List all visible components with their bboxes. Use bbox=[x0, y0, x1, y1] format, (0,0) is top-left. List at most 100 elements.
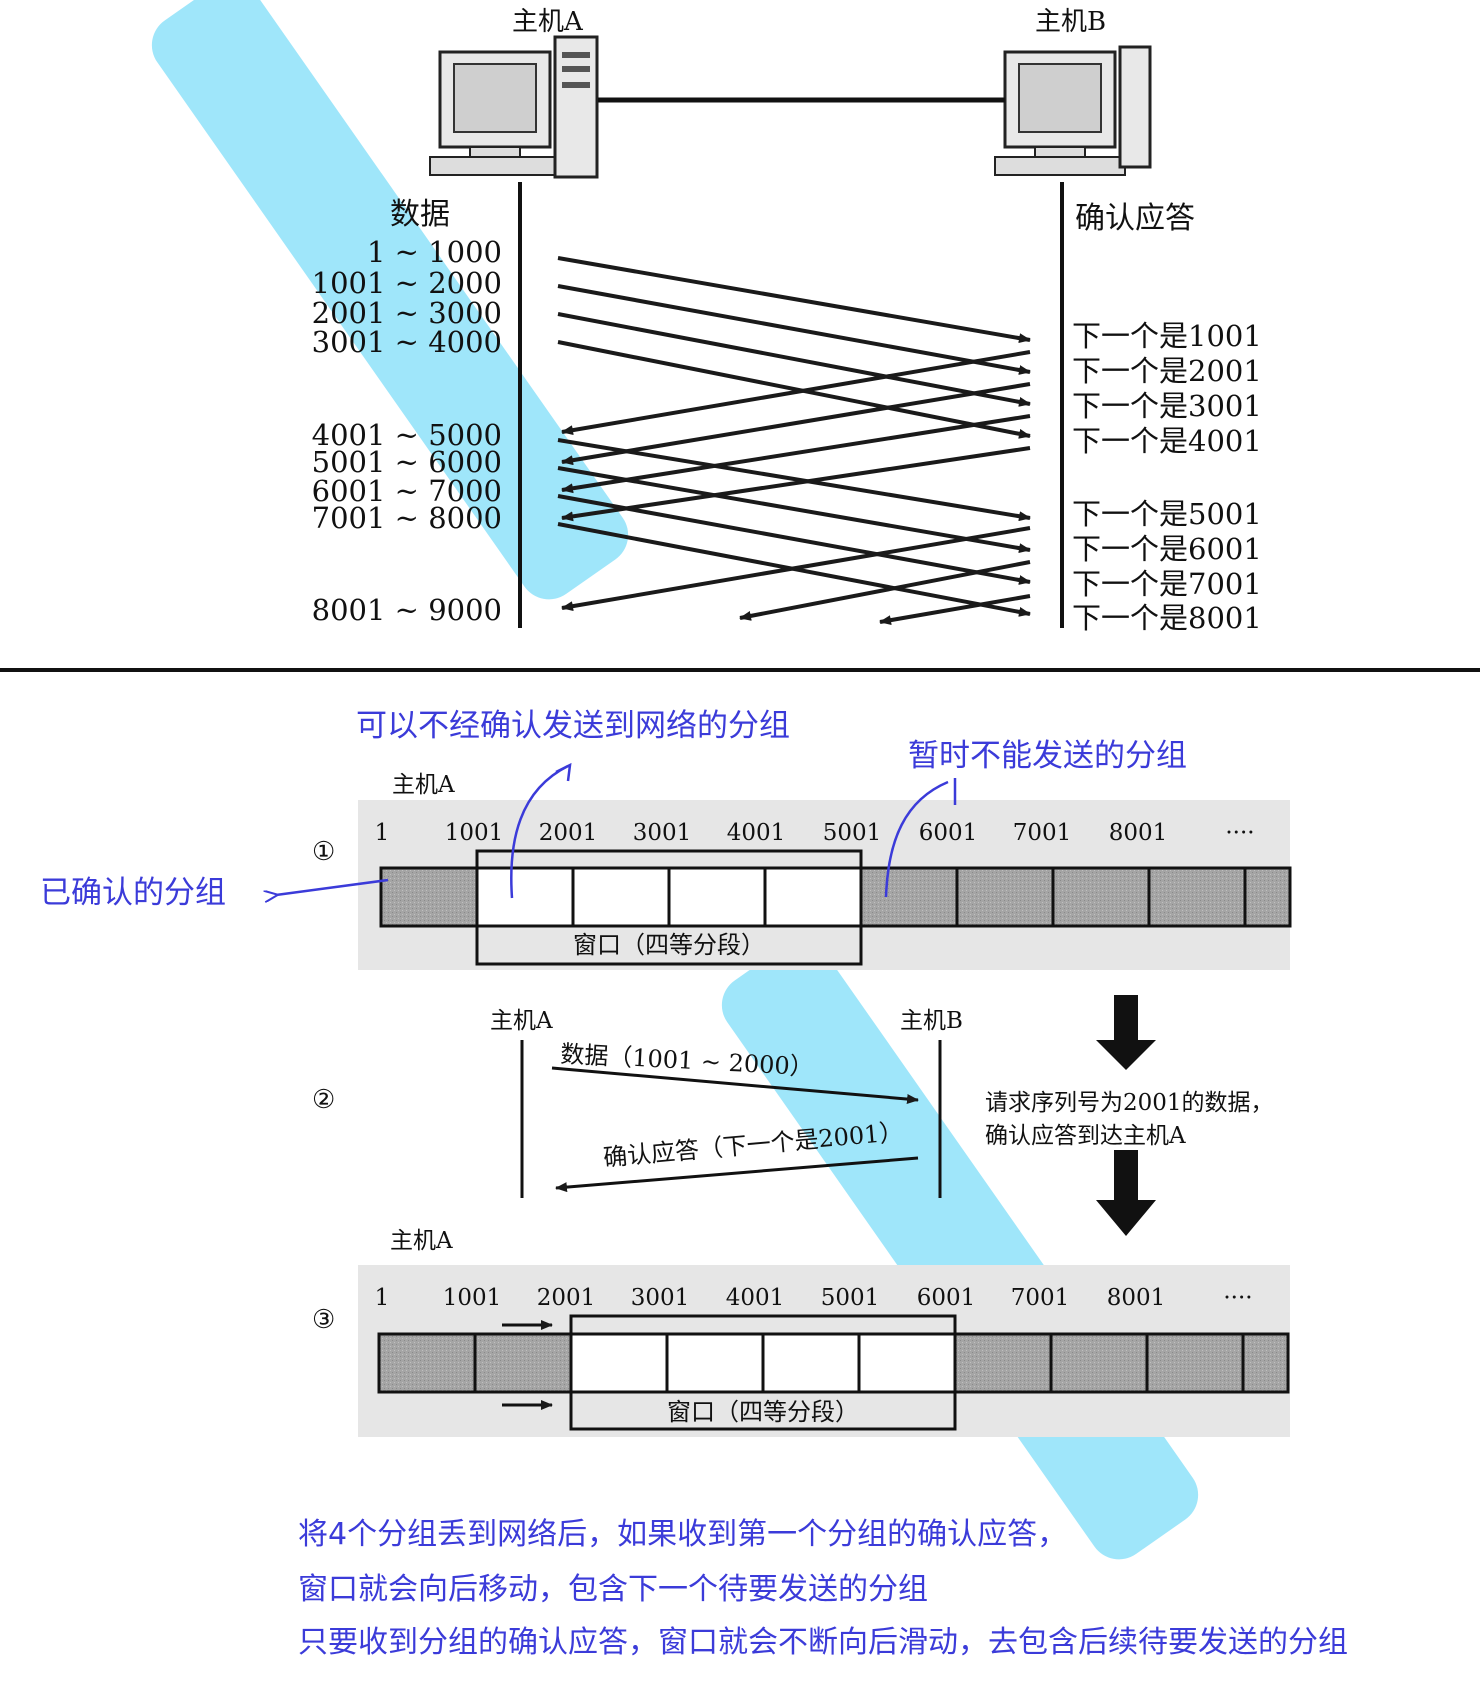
seq-number: ···· bbox=[1225, 820, 1254, 846]
data-label: 1 ~ 1000 bbox=[367, 235, 502, 269]
packet-window bbox=[475, 866, 575, 928]
seq-number: 5001 bbox=[821, 1285, 880, 1311]
host-a-computer-icon bbox=[429, 35, 599, 179]
down-arrow-icon bbox=[1096, 995, 1156, 1070]
ack-arrows-round-1 bbox=[561, 350, 1031, 522]
packet-blocked bbox=[1147, 866, 1247, 928]
ack-label: 下一个是2001 bbox=[1072, 354, 1262, 388]
packet-acked bbox=[377, 1332, 477, 1394]
data-label: 6001 ~ 7000 bbox=[312, 474, 502, 508]
packet-blocked bbox=[1243, 866, 1292, 928]
data-label: 3001 ~ 4000 bbox=[312, 325, 502, 359]
seq-number: 2001 bbox=[539, 820, 598, 846]
packet-blocked bbox=[1241, 1332, 1290, 1394]
panel-3-seq-numbers: 1 1001 2001 3001 4001 5001 6001 7001 800… bbox=[375, 1285, 1253, 1311]
ack-label: 下一个是3001 bbox=[1072, 389, 1262, 423]
explanation-line-3: 只要收到分组的确认应答，窗口就会不断向后滑动，去包含后续待要发送的分组 bbox=[298, 1625, 1348, 1660]
ack-label: 下一个是6001 bbox=[1072, 532, 1262, 566]
panel-2-data-arrow bbox=[551, 1066, 919, 1105]
seq-number: 3001 bbox=[633, 820, 692, 846]
packet-window bbox=[569, 1332, 669, 1394]
panel-2-host-b-label: 主机B bbox=[900, 1008, 963, 1034]
packet-blocked bbox=[1051, 866, 1151, 928]
data-label: 2001 ~ 3000 bbox=[312, 296, 502, 330]
data-label: 5001 ~ 6000 bbox=[312, 445, 502, 479]
ack-arrows-round-2 bbox=[561, 526, 1031, 626]
side-note-line-2: 确认应答到达主机A bbox=[985, 1123, 1186, 1149]
data-label: 1001 ~ 2000 bbox=[312, 266, 502, 300]
host-b-computer-icon bbox=[994, 45, 1152, 176]
packet-window bbox=[665, 1332, 765, 1394]
seq-number: 6001 bbox=[919, 820, 978, 846]
packet-window bbox=[761, 1332, 861, 1394]
step-2-marker: ② bbox=[312, 1085, 335, 1115]
ack-label: 下一个是4001 bbox=[1072, 424, 1262, 458]
seq-number: 7001 bbox=[1013, 820, 1072, 846]
packet-blocked bbox=[859, 866, 959, 928]
seq-number: 4001 bbox=[727, 820, 786, 846]
side-note-line-1: 请求序列号为2001的数据， bbox=[985, 1090, 1274, 1116]
host-a-label-top: 主机A bbox=[512, 7, 584, 37]
panel-3-packet-strip bbox=[377, 1332, 1290, 1394]
panel-1-window-label: 窗口（四等分段） bbox=[573, 931, 765, 959]
packet-window bbox=[857, 1332, 957, 1394]
data-arrows-round-1 bbox=[557, 256, 1031, 439]
panel-1-window-frame bbox=[475, 849, 863, 966]
data-arrows-round-2 bbox=[557, 438, 1031, 617]
panel-3-host-label: 主机A bbox=[390, 1228, 453, 1254]
seq-number: 3001 bbox=[631, 1285, 690, 1311]
seq-number: 4001 bbox=[726, 1285, 785, 1311]
panel-2-ack-arrow bbox=[555, 1156, 919, 1193]
packet-window bbox=[571, 866, 671, 928]
packet-window bbox=[667, 866, 767, 928]
ack-label: 下一个是7001 bbox=[1072, 567, 1262, 601]
ack-label: 下一个是8001 bbox=[1072, 601, 1262, 635]
panel-3-window-label: 窗口（四等分段） bbox=[667, 1398, 859, 1426]
packet-blocked bbox=[1145, 1332, 1245, 1394]
step-3-marker: ③ bbox=[312, 1305, 335, 1335]
step-1-marker: ① bbox=[312, 837, 335, 867]
explanation-line-2: 窗口就会向后移动，包含下一个待要发送的分组 bbox=[298, 1572, 928, 1607]
seq-number: 2001 bbox=[537, 1285, 596, 1311]
packet-acked bbox=[473, 1332, 573, 1394]
seq-number: 7001 bbox=[1011, 1285, 1070, 1311]
annotation-window-arrow bbox=[510, 764, 569, 899]
host-b-label-top: 主机B bbox=[1035, 7, 1106, 37]
seq-number: 1 bbox=[375, 820, 390, 846]
explanation-line-1: 将4个分组丢到网络后，如果收到第一个分组的确认应答， bbox=[298, 1517, 1068, 1552]
data-header: 数据 bbox=[390, 197, 450, 232]
seq-number: 1001 bbox=[443, 1285, 502, 1311]
annotation-window: 可以不经确认发送到网络的分组 bbox=[356, 708, 790, 744]
seq-number: 5001 bbox=[823, 820, 882, 846]
annotation-acked-arrow bbox=[276, 878, 389, 895]
data-label: 8001 ~ 9000 bbox=[312, 593, 502, 627]
down-arrow-icon bbox=[1096, 1150, 1156, 1236]
panel-3-window-frame bbox=[569, 1314, 957, 1431]
arrowhead bbox=[555, 762, 572, 782]
panel-2-data-message: 数据（1001 ~ 2000） bbox=[560, 1040, 815, 1081]
panel-1-packet-strip bbox=[379, 866, 1292, 928]
packet-blocked bbox=[955, 866, 1055, 928]
data-label: 7001 ~ 8000 bbox=[312, 501, 502, 535]
ack-label: 下一个是5001 bbox=[1072, 497, 1262, 531]
seq-number: 8001 bbox=[1107, 1285, 1166, 1311]
ack-header: 确认应答 bbox=[1075, 201, 1195, 236]
packet-blocked bbox=[953, 1332, 1053, 1394]
ack-label: 下一个是1001 bbox=[1072, 319, 1262, 353]
seq-number: ···· bbox=[1223, 1285, 1252, 1311]
annotation-blocked: 暂时不能发送的分组 bbox=[908, 738, 1187, 774]
panel-1-seq-numbers: 1 1001 2001 3001 4001 5001 6001 7001 800… bbox=[375, 820, 1255, 846]
annotation-blocked-arrow bbox=[884, 780, 949, 898]
annotation-acked: 已确认的分组 bbox=[40, 875, 226, 911]
packet-window bbox=[763, 866, 863, 928]
seq-number: 1 bbox=[375, 1285, 390, 1311]
data-label: 4001 ~ 5000 bbox=[312, 418, 502, 452]
seq-number: 6001 bbox=[917, 1285, 976, 1311]
seq-number: 8001 bbox=[1109, 820, 1168, 846]
packet-blocked bbox=[1049, 1332, 1149, 1394]
packet-acked bbox=[379, 866, 479, 928]
seq-number: 1001 bbox=[445, 820, 504, 846]
panel-1-host-label: 主机A bbox=[392, 772, 455, 798]
panel-2-host-a-label: 主机A bbox=[490, 1008, 553, 1034]
